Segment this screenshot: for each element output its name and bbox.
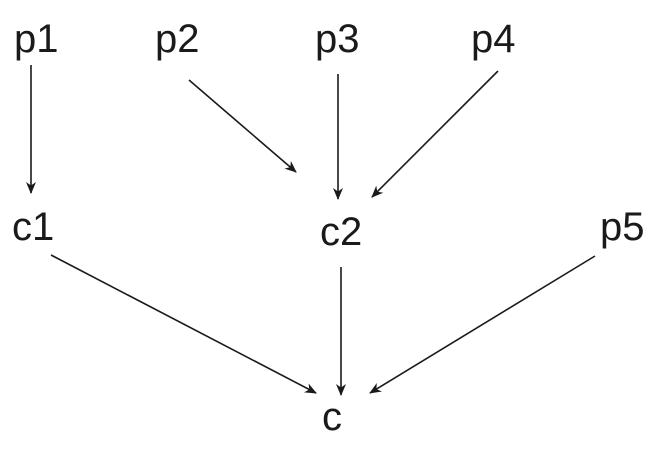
edge-p2-c2 — [188, 79, 297, 173]
node-p1: p1 — [14, 17, 59, 61]
node-c1: c1 — [12, 205, 54, 249]
edge-p4-c2 — [371, 70, 499, 198]
edge-p5-c — [369, 255, 596, 394]
node-p5: p5 — [600, 205, 645, 249]
node-p2: p2 — [155, 17, 200, 61]
node-c: c — [322, 395, 342, 439]
edge-c1-c — [50, 254, 317, 394]
node-p3: p3 — [315, 17, 360, 61]
node-p4: p4 — [471, 17, 516, 61]
node-c2: c2 — [320, 210, 362, 254]
